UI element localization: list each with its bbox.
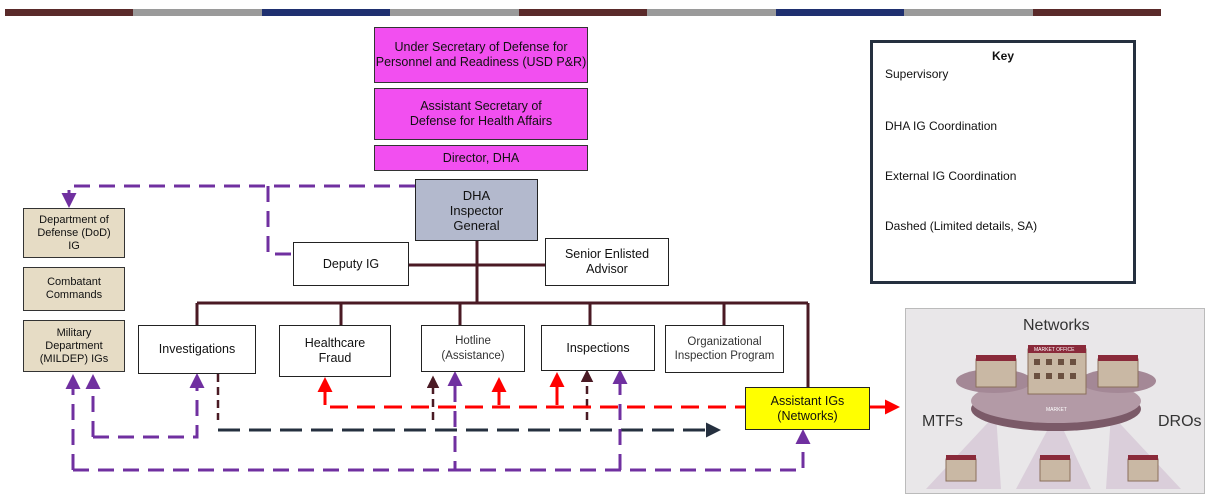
hotline-box: Hotline (Assistance) [421,325,525,372]
mildep-ig-box: Military Department (MILDEP) IGs [23,320,125,372]
assistant-igs-label: Assistant IGs (Networks) [770,393,845,423]
deputy-ig-box: Deputy IG [293,242,409,286]
inspections-label: Inspections [566,340,630,355]
key-title: Key [991,49,1014,63]
brown-small-arrows [216,369,594,420]
top-bar-segment [775,9,905,16]
networks-title: Networks [1023,317,1090,334]
dod-ig-box: Department of Defense (DoD) IG [23,208,125,258]
investigations-box: Investigations [138,325,256,374]
combatant-commands-label: Combatant Commands [45,276,103,301]
legend-key: Key Supervisory DHA IG Coordination Exte… [870,40,1136,284]
top-bar-segment [518,9,648,16]
key-external-coordination-label: External IG Coordination [885,169,1017,183]
investigations-label: Investigations [158,342,236,356]
key-dha-coordination-label: DHA IG Coordination [885,119,998,133]
asd-ha-box: Assistant Secretary of Defense for Healt… [374,88,588,140]
oip-box: Organizational Inspection Program [665,325,784,373]
mtfs-label: MTFs [922,413,963,430]
top-bar-segment [133,9,262,16]
inspections-box: Inspections [541,325,655,371]
senior-enlisted-advisor-label: Senior Enlisted Advisor [564,247,650,276]
top-bar-segment [390,9,519,16]
dha-coordination-lines [317,372,900,415]
senior-enlisted-advisor-box: Senior Enlisted Advisor [545,238,669,286]
top-bar-segment [261,9,391,16]
top-bar-segment [647,9,776,16]
networks-panel: Networks MTFs DROs MARKET OFFICE MARKET [905,308,1205,494]
hotline-label: Hotline (Assistance) [441,334,505,362]
top-color-bar [5,9,1161,16]
supervisory-lines [195,240,810,387]
director-dha-box: Director, DHA [374,145,588,171]
top-bar-segment [1032,9,1161,16]
dha-ig-label: DHA Inspector General [449,187,504,233]
top-bar-segment [904,9,1033,16]
director-dha-label: Director, DHA [442,150,520,165]
dod-ig-label: Department of Defense (DoD) IG [37,213,111,252]
healthcare-fraud-label: Healthcare Fraud [304,336,366,365]
combatant-commands-box: Combatant Commands [23,267,125,311]
deputy-ig-label: Deputy IG [322,256,380,271]
market-label: MARKET [1046,407,1067,413]
assistant-igs-box: Assistant IGs (Networks) [745,387,870,430]
key-dashed-label: Dashed (Limited details, SA) [885,219,1038,233]
asd-ha-label: Assistant Secretary of Defense for Healt… [409,99,553,128]
external-coordination-lines [61,184,811,472]
usd-pr-label: Under Secretary of Defense for Personnel… [375,40,587,69]
market-office-label: MARKET OFFICE [1034,347,1075,353]
usd-pr-box: Under Secretary of Defense for Personnel… [374,27,588,83]
top-bar-segment [5,9,134,16]
networks-illustration [926,345,1181,489]
oip-label: Organizational Inspection Program [674,336,775,362]
dha-ig-box: DHA Inspector General [415,179,538,241]
healthcare-fraud-box: Healthcare Fraud [279,325,391,377]
key-supervisory-label: Supervisory [885,67,949,81]
dros-label: DROs [1158,413,1202,430]
mildep-ig-label: Military Department (MILDEP) IGs [39,326,109,365]
